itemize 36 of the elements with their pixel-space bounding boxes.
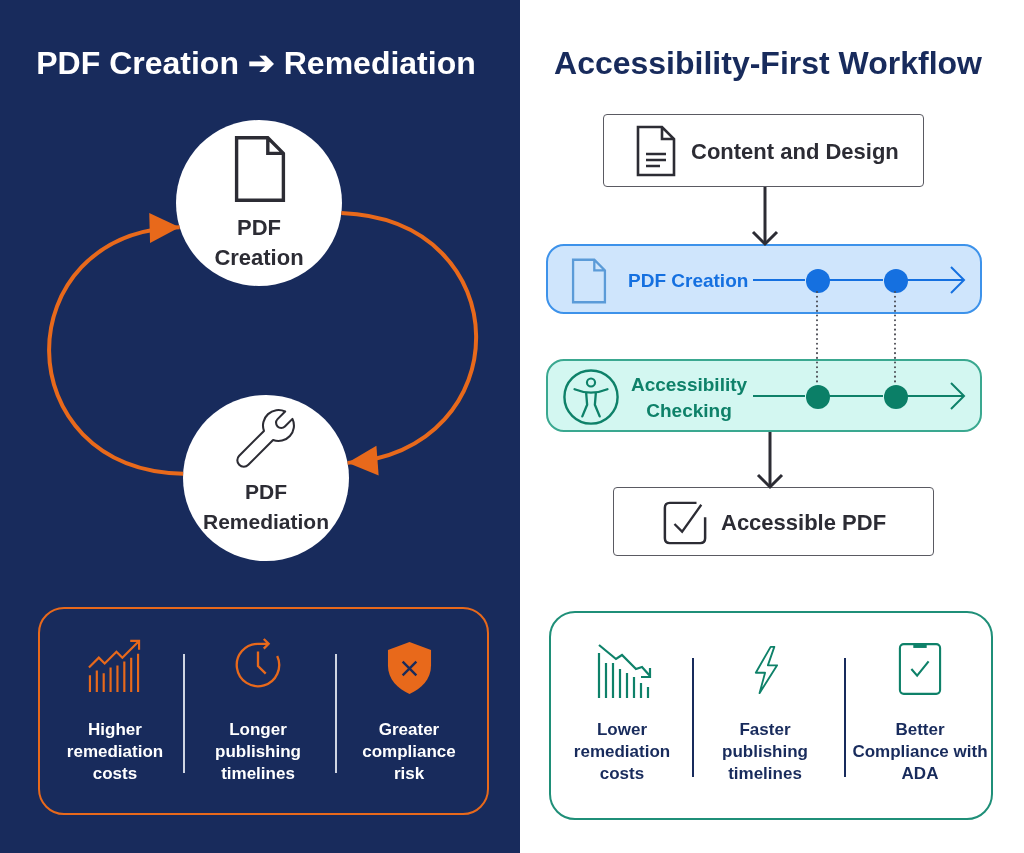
timeline-dot (883, 268, 908, 293)
process-band (546, 359, 982, 432)
outcome-text: Longer publishing timelines (214, 719, 302, 785)
connector-line (752, 395, 806, 397)
outcome-text: Greater compliance risk (361, 719, 457, 785)
node-label: Content and Design (691, 138, 899, 166)
outcome-text: Higher remediation costs (65, 719, 165, 785)
arrow (906, 266, 965, 294)
dotted-line (894, 291, 896, 385)
arrow (906, 382, 965, 410)
connector-line (752, 279, 806, 281)
node-label: PDF Creation (213, 214, 305, 272)
arrow (751, 187, 779, 246)
arrow (756, 432, 784, 489)
outcome-panel (38, 607, 489, 815)
timeline-dot (883, 384, 908, 409)
node-label: Accessible PDF (721, 509, 887, 537)
process-band (546, 244, 982, 314)
node-label: PDF Creation (628, 269, 749, 293)
timeline-dot (805, 384, 830, 409)
outcome-panel (549, 611, 993, 820)
process-box (613, 487, 934, 556)
curved-arrow (341, 211, 478, 473)
curved-arrow (47, 216, 184, 476)
timeline-dot (805, 268, 830, 293)
dotted-line (816, 291, 818, 385)
connector-line (828, 279, 884, 281)
node-label: PDF Remediation (202, 479, 330, 535)
node-label: Accessibility Checking (629, 373, 749, 423)
panel-heading: PDF Creation ➔ Remediation (36, 44, 476, 83)
outcome-text: Lower remediation costs (572, 719, 672, 785)
panel-heading: Accessibility-First Workflow (554, 44, 982, 83)
outcome-text: Faster publishing timelines (721, 719, 809, 785)
outcome-text: Better Compliance with ADA (851, 719, 989, 785)
process-box (603, 114, 924, 187)
connector-line (828, 395, 884, 397)
